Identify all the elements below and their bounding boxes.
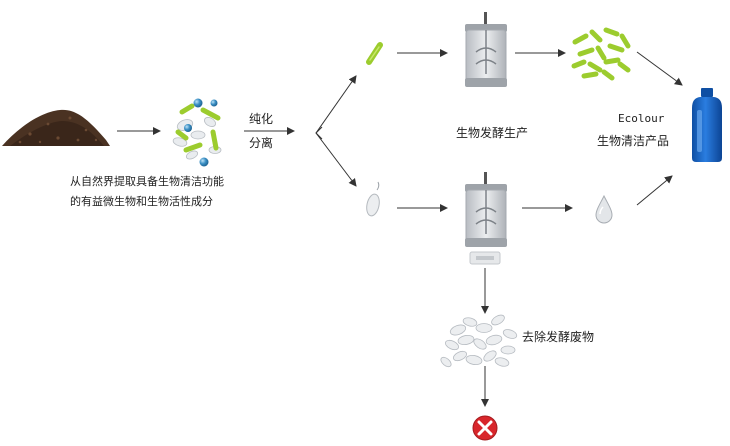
fermentation-label: 生物发酵生产 [456, 126, 529, 140]
reject-x-icon [472, 415, 498, 441]
remove-waste-label: 去除发酵废物 [522, 330, 595, 344]
droplet-icon [595, 194, 613, 224]
source-label-line2: 的有益微生物和生物活性成分 [70, 195, 213, 208]
product-label: 生物清洁产品 [597, 134, 670, 148]
brand-label: Ecolour [618, 112, 665, 125]
waste-cluster-icon [440, 314, 518, 368]
fermenter-top-icon [465, 12, 507, 87]
microbe-cluster-icon [172, 98, 222, 167]
fermenter-bottom-icon [465, 172, 507, 265]
green-rod-icon [366, 42, 383, 65]
green-bacteria-cluster-icon [571, 27, 631, 81]
source-label-line1: 从自然界提取具备生物清洁功能 [70, 175, 224, 188]
separate-label: 分离 [249, 136, 274, 150]
white-cell-icon [366, 181, 380, 217]
product-bottle-icon [692, 88, 722, 162]
flow-arrows [117, 49, 683, 407]
purify-label: 纯化 [249, 112, 274, 126]
soil-pile-icon [2, 109, 110, 146]
